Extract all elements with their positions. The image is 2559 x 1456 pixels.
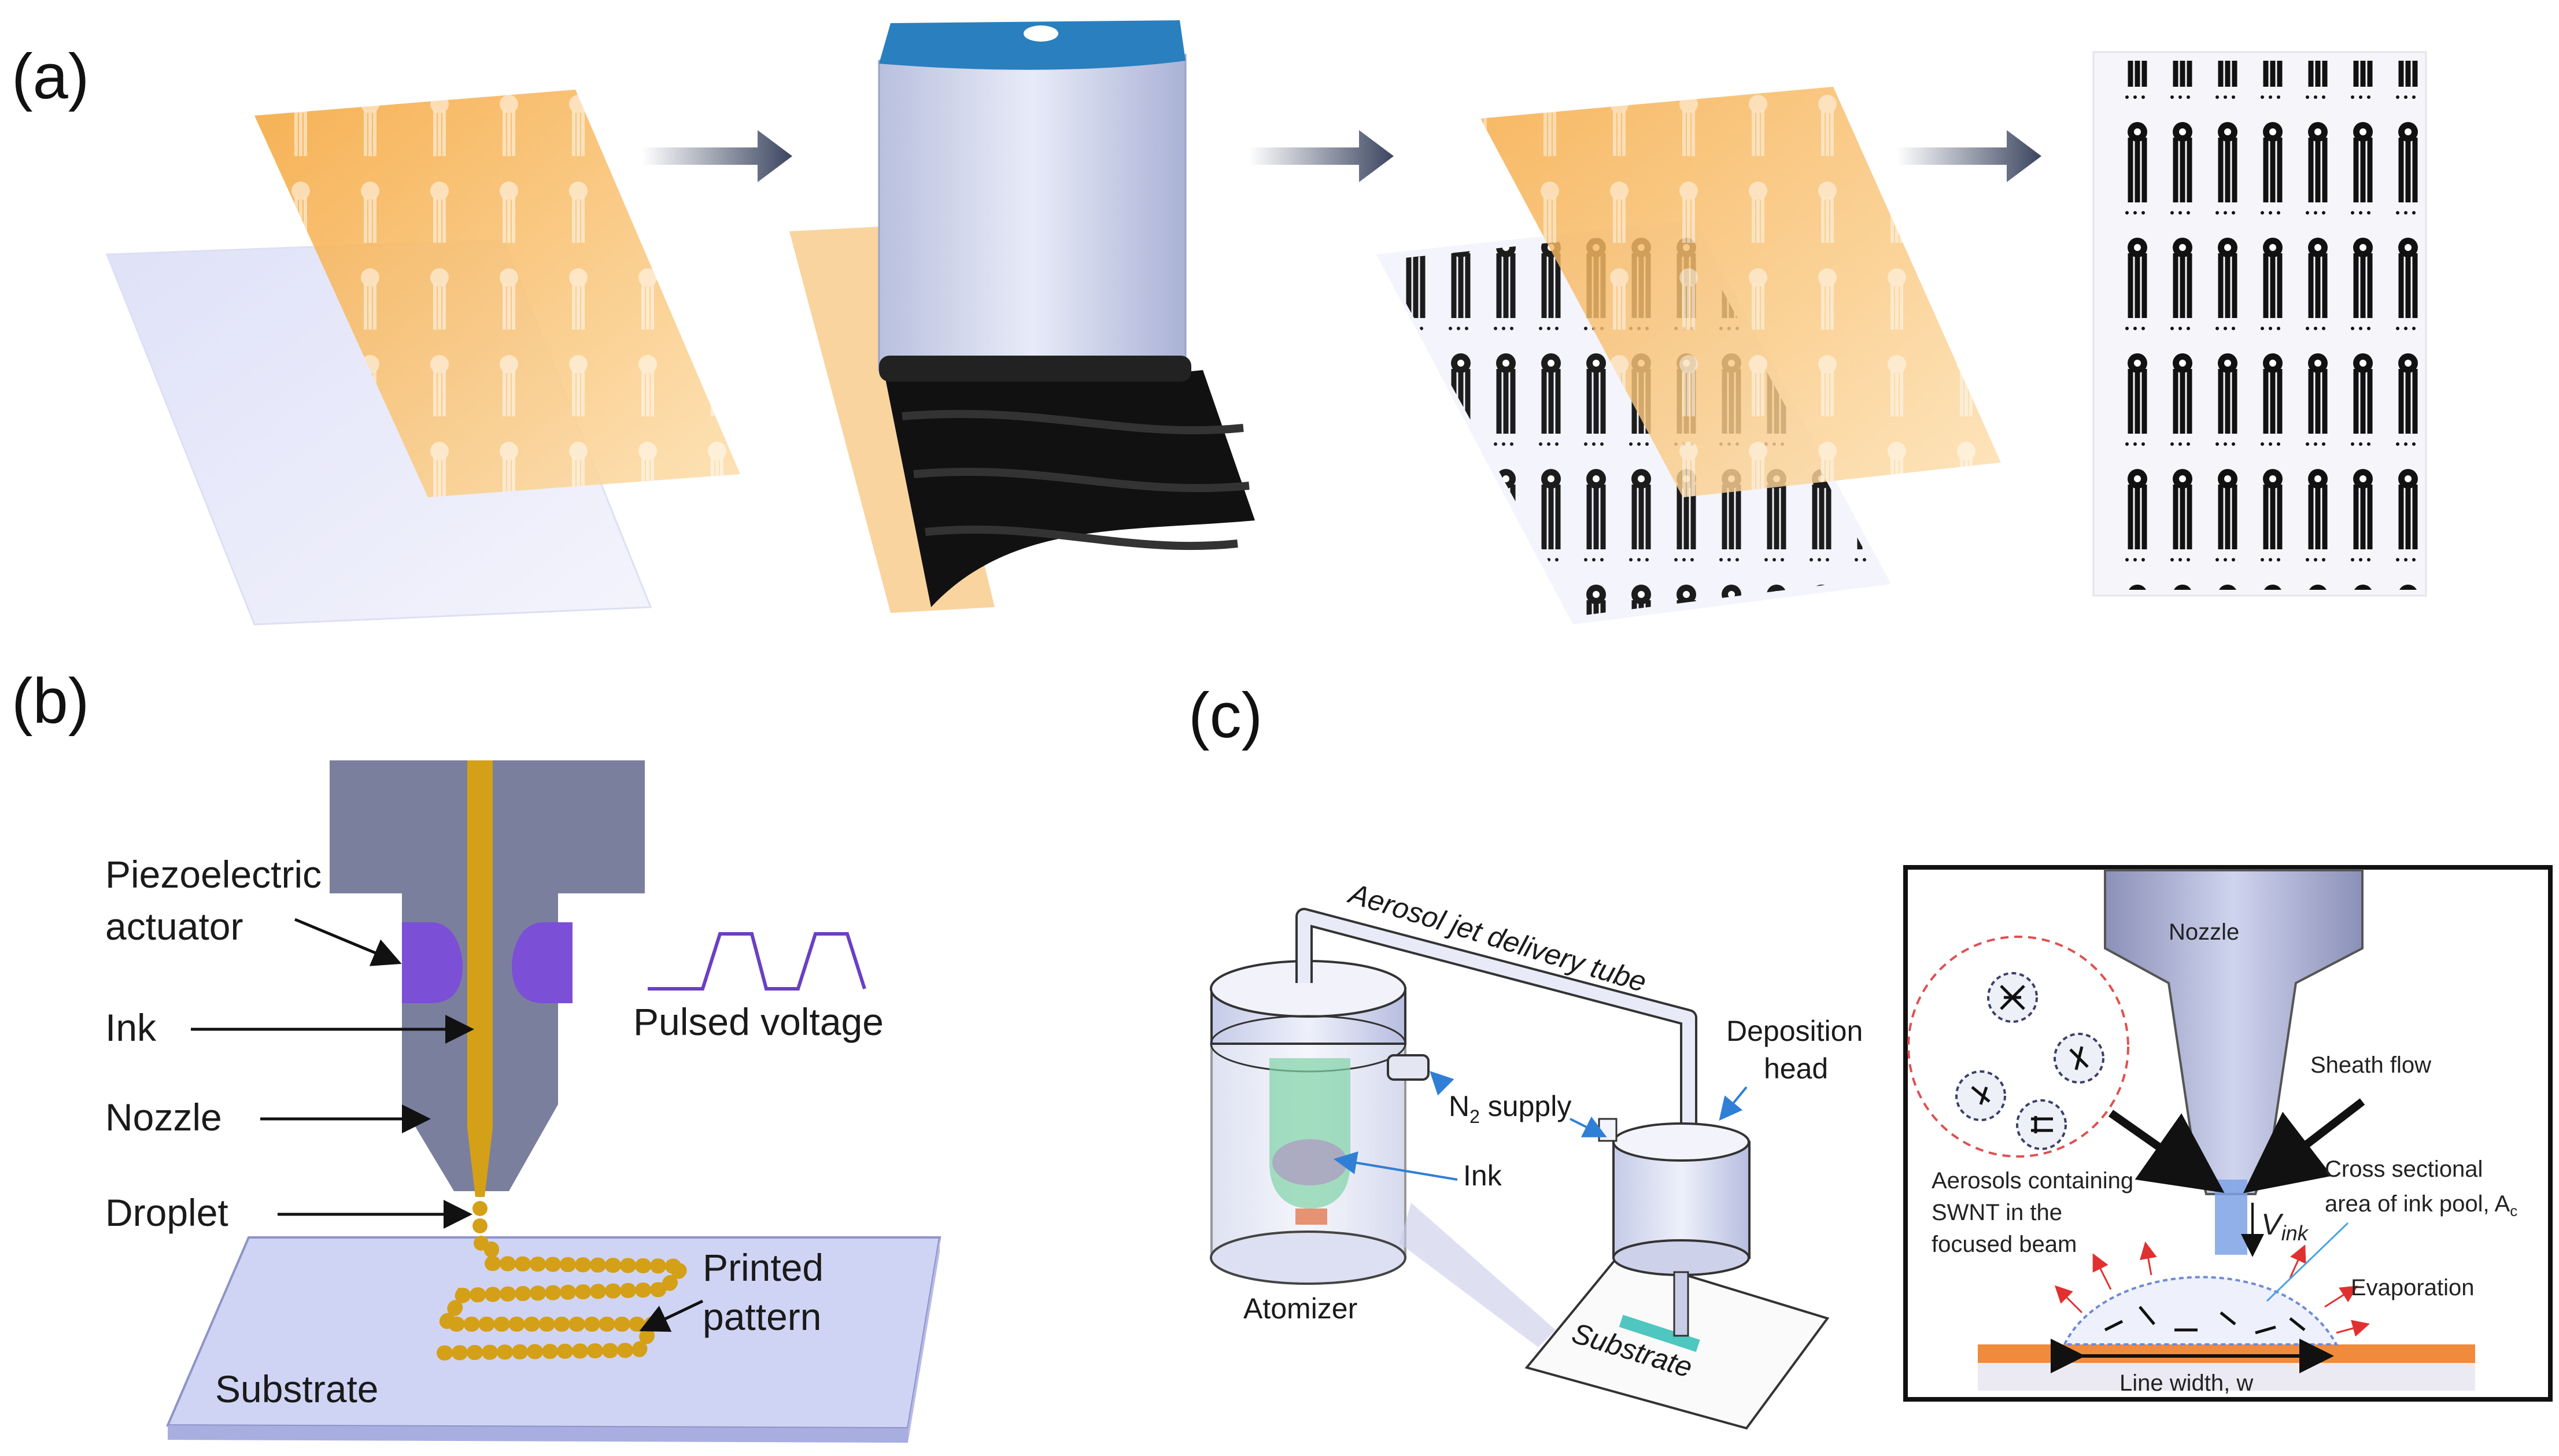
c-ink-label: Ink [1463, 1159, 1502, 1192]
stencil-openings [254, 90, 740, 497]
ink-pool [2062, 1276, 2339, 1346]
inset-nozzle-label: Nozzle [2169, 919, 2239, 945]
aerosols-label-line3: focused beam [1932, 1232, 2077, 1257]
cross-section-label-line2: area of ink pool, Ac [2325, 1191, 2517, 1220]
droplets [472, 1201, 489, 1251]
aerosols-label-line1: Aerosols containing [1932, 1168, 2133, 1193]
piezo-label-line2: actuator [105, 905, 243, 948]
process-arrow-3 [1897, 130, 2041, 182]
squeegee-handle-hole [1024, 25, 1058, 42]
panel-c: (c) Aerosol jet deliver [1188, 680, 2553, 1430]
vink-label: Vink [2261, 1208, 2309, 1245]
piezo-label-line1: Piezoelectric [105, 853, 322, 896]
substrate-label: Substrate [215, 1368, 379, 1410]
atomizer-label: Atomizer [1243, 1292, 1357, 1325]
printed-pattern-pointer [639, 1299, 704, 1332]
process-arrow-2 [1249, 130, 1394, 182]
droplet-label: Droplet [105, 1191, 228, 1234]
panel-a: (a) [12, 20, 2427, 626]
sheath-flow-label: Sheath flow [2310, 1052, 2431, 1078]
aerosols-label-line2: SWNT in the [1932, 1200, 2062, 1225]
squeegee-blade [878, 54, 1187, 374]
process-arrow-1 [642, 130, 792, 182]
n2-inlet-pointer [1430, 1071, 1454, 1096]
atomizer [1210, 960, 1430, 1285]
evaporation-label: Evaporation [2351, 1275, 2474, 1300]
piezo-pointer [294, 918, 402, 966]
n2-supply-label: N2 supply [1449, 1090, 1571, 1127]
printed-pattern [426, 1241, 697, 1361]
deposition-head-label-line2: head [1764, 1052, 1828, 1085]
lifted-stencil-openings [1480, 87, 2001, 497]
final-sensors [2111, 61, 2427, 590]
sheath-flow-arrow-right [2243, 1098, 2365, 1193]
line-width-label: Line width, w [2119, 1370, 2253, 1396]
aerosol-zoom-circle [1907, 936, 2129, 1158]
deposition-head-pointer [1719, 1086, 1748, 1121]
printed-sensors-skewed [1382, 228, 1879, 616]
piezo-actuator-left [402, 922, 463, 1003]
c-printed-line [1619, 1314, 1700, 1352]
substrate-front [168, 1425, 908, 1443]
inset-orange-layer [1978, 1344, 2475, 1363]
substrate-side [908, 1237, 940, 1443]
deposition-head [1598, 1118, 1751, 1337]
panel-b: (b) Pulsed voltage Piezoelectric actuato… [12, 666, 941, 1443]
aerosol-particles [1955, 972, 2104, 1150]
nozzle-detail-inset: Nozzle Sheath flow Aerosols containing S… [1903, 865, 2553, 1402]
printed-pattern-label-line2: pattern [703, 1295, 821, 1338]
step1-stencil-and-film [105, 90, 740, 626]
c-ink-pointer [1334, 1151, 1458, 1181]
swnt-in-pool [2104, 1306, 2306, 1335]
step4-final-sensor-array [2092, 51, 2427, 597]
evaporation-arrows [2054, 1241, 2370, 1337]
inset-nozzle [2104, 869, 2364, 1195]
panel-c-label: (c) [1188, 680, 1262, 751]
step2-squeegee-printing [789, 20, 1255, 613]
piezo-actuator-right [512, 922, 573, 1003]
atomizer-shadow [1399, 1203, 1556, 1347]
printed-pattern-label-line1: Printed [703, 1246, 824, 1289]
step3-stencil-removal [1376, 87, 2001, 624]
n2-inlet [1387, 1054, 1430, 1081]
cross-section-label-line1: Cross sectional [2325, 1156, 2483, 1182]
panel-a-label: (a) [12, 41, 89, 112]
squeegee-handle [879, 20, 1186, 70]
printed-ink-smear [885, 370, 1255, 607]
n2-supply-pointer [1570, 1117, 1607, 1137]
cross-section-pointer [2266, 1222, 2349, 1302]
focused-beam [2215, 1180, 2247, 1255]
nozzle-label: Nozzle [105, 1096, 222, 1139]
sheath-flow-arrow-left [2108, 1110, 2225, 1193]
ink-vial [1269, 1058, 1350, 1209]
ink-label: Ink [105, 1006, 157, 1049]
pulsed-voltage-label: Pulsed voltage [633, 1000, 884, 1043]
panel-b-label: (b) [12, 666, 89, 737]
pulsed-voltage-waveform [648, 932, 866, 991]
ink-channel [467, 760, 493, 1197]
deposition-head-label-line1: Deposition [1726, 1015, 1863, 1047]
squeegee-edge [879, 356, 1191, 382]
